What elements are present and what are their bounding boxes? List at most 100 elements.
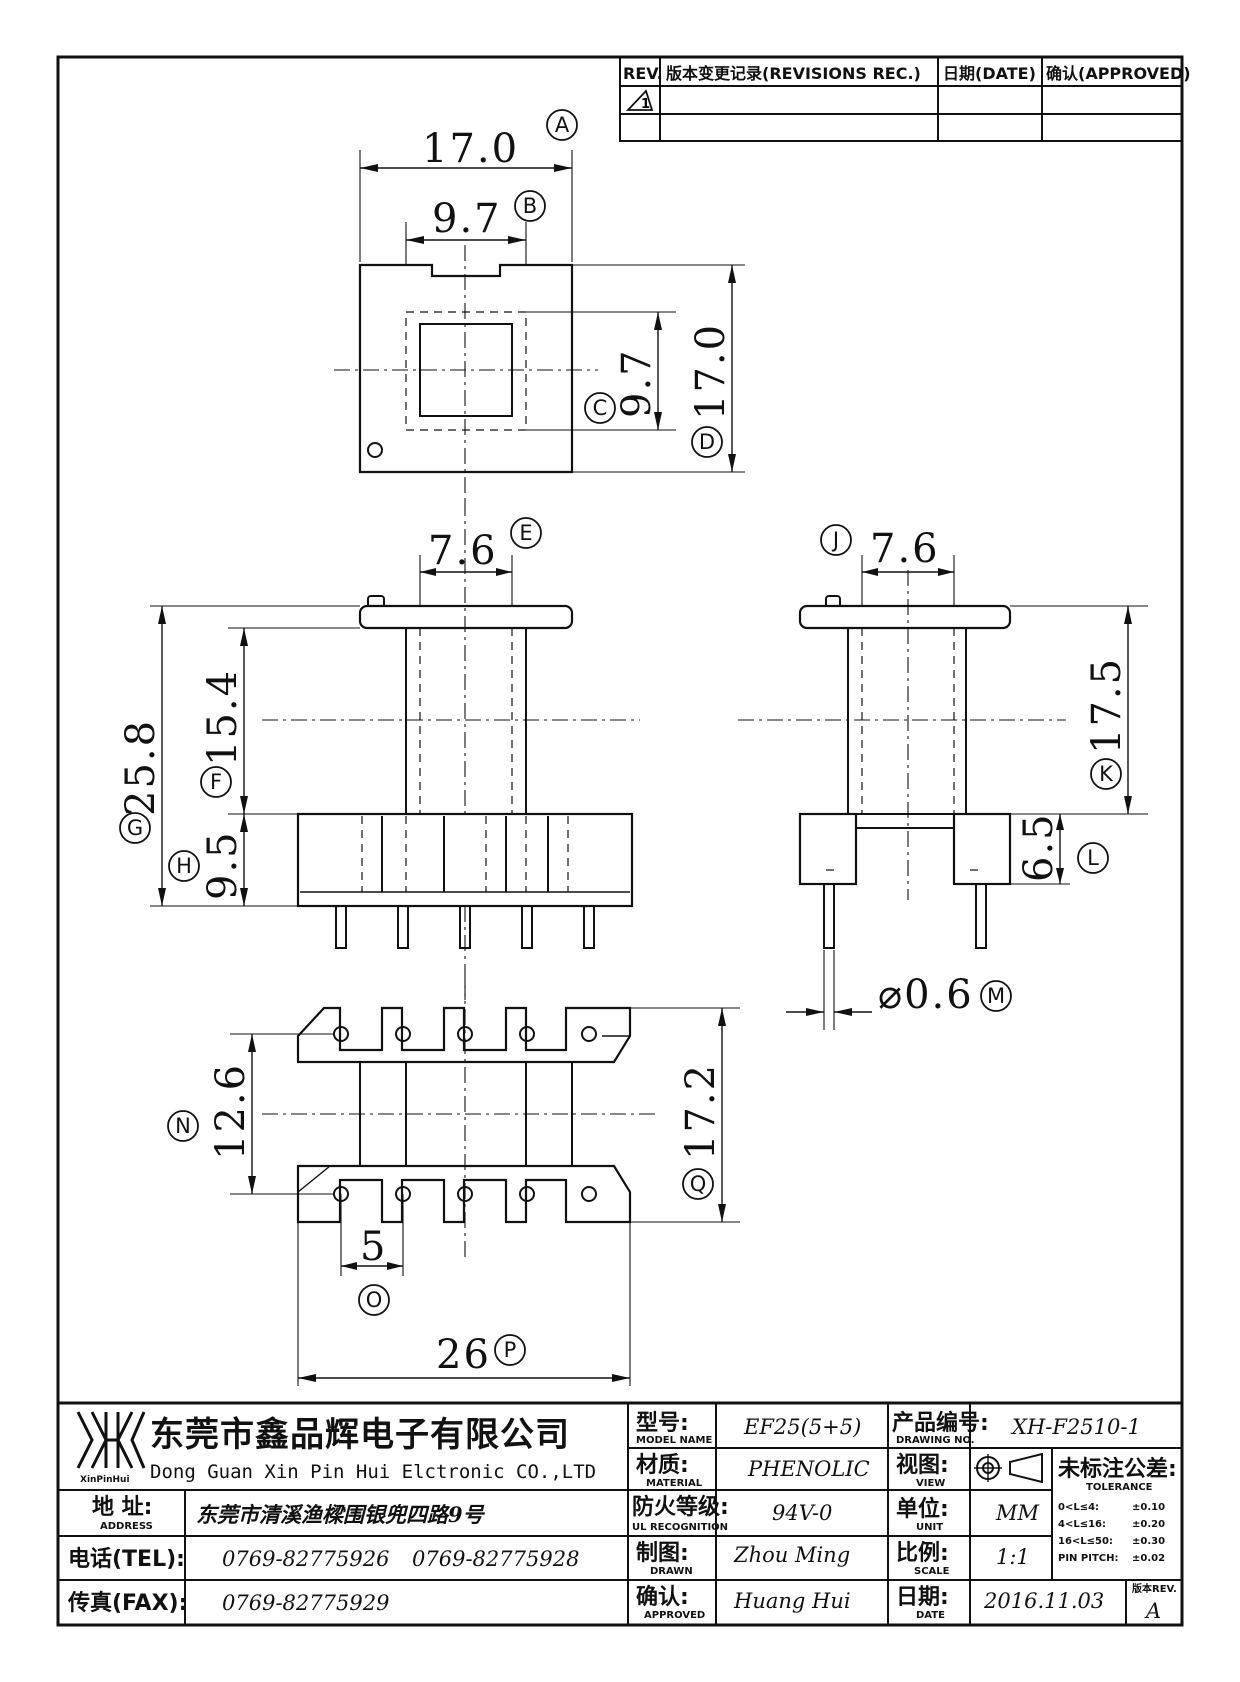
dim-b-value: 9.7 xyxy=(432,196,502,242)
svg-text:P: P xyxy=(504,1338,517,1362)
svg-text:J: J xyxy=(831,528,839,552)
svg-text:Q: Q xyxy=(690,1172,707,1196)
dim-e-value: 7.6 xyxy=(428,528,498,574)
top-view: 17.0 A 9.7 B 9.7 C xyxy=(334,109,745,500)
rev-label: 版本REV. xyxy=(1132,1582,1177,1595)
svg-text:A: A xyxy=(555,113,570,137)
svg-text:E: E xyxy=(519,521,532,545)
tel-label: 电话(TEL): xyxy=(68,1547,185,1572)
tolerance-range-4: PIN PITCH: xyxy=(1058,1553,1118,1564)
revision-table: REV. 版本变更记录(REVISIONS REC.) 日期(DATE) 确认(… xyxy=(619,56,1191,142)
svg-text:L: L xyxy=(1087,846,1099,870)
svg-text:B: B xyxy=(523,194,537,218)
callout-d: D xyxy=(691,426,723,458)
tel-1: 0769-82775926 xyxy=(222,1547,389,1571)
svg-text:O: O xyxy=(366,1288,383,1312)
rev-value: A xyxy=(1144,1599,1161,1623)
unit-value: MM xyxy=(995,1501,1040,1525)
bottom-top-comb xyxy=(296,1006,632,1064)
approved-label: 确认: xyxy=(636,1584,689,1610)
fire-rating-label: 防火等级: xyxy=(632,1494,729,1520)
tolerance-value-3: ±0.30 xyxy=(1132,1536,1165,1547)
drawing-no-sub-label: DRAWING NO. xyxy=(896,1435,975,1446)
tolerance-value-4: ±0.02 xyxy=(1132,1553,1165,1564)
bottom-view: 12.6 N 17.2 Q 5 O 26 P xyxy=(167,980,740,1386)
callout-f: F xyxy=(200,766,232,798)
revisions-record-header: 版本变更记录(REVISIONS REC.) xyxy=(665,64,921,83)
first-angle-projection-icon xyxy=(974,1452,1043,1484)
callout-c: C xyxy=(584,392,616,424)
svg-text:D: D xyxy=(699,430,715,454)
scale-sub-label: SCALE xyxy=(914,1566,950,1577)
side-base-right xyxy=(952,812,1012,886)
date-sub-label: DATE xyxy=(916,1610,945,1621)
svg-text:K: K xyxy=(1099,762,1114,786)
model-value: EF25(5+5) xyxy=(743,1415,861,1439)
tel-2: 0769-82775928 xyxy=(412,1547,579,1571)
tolerance-sub-label: TOLERANCE xyxy=(1086,1482,1153,1493)
callout-j: J xyxy=(820,524,852,556)
callout-p: P xyxy=(494,1334,526,1366)
dim-c-value: 9.7 xyxy=(614,348,660,418)
front-pins xyxy=(335,905,595,949)
revision-triangle-icon: 1 xyxy=(625,89,654,112)
callout-l: L xyxy=(1077,842,1109,874)
drawn-label: 制图: xyxy=(636,1541,689,1566)
logo-text: XinPinHui xyxy=(80,1475,130,1485)
drawn-value: Zhou Ming xyxy=(733,1543,850,1567)
pin1-marker-icon xyxy=(367,442,383,458)
callout-k: K xyxy=(1090,758,1122,790)
approved-sub-label: APPROVED xyxy=(644,1610,705,1621)
scale-value: 1:1 xyxy=(996,1545,1030,1569)
dim-l-value: 6.5 xyxy=(1016,812,1062,882)
dim-d-value: 17.0 xyxy=(688,323,734,420)
dim-m-value: ⌀0.6 xyxy=(878,972,974,1018)
front-base xyxy=(296,812,634,908)
dim-k-value: 17.5 xyxy=(1084,657,1130,754)
callout-q: Q xyxy=(682,1168,714,1200)
view-sub-label: VIEW xyxy=(916,1478,945,1489)
unit-sub-label: UNIT xyxy=(916,1522,943,1533)
dim-a-value: 17.0 xyxy=(422,126,519,172)
material-sub-label: MATERIAL xyxy=(646,1478,703,1489)
callout-m: M xyxy=(980,980,1012,1012)
callout-g: G xyxy=(119,812,151,844)
drawing-no-value: XH-F2510-1 xyxy=(1010,1415,1141,1439)
drawn-sub-label: DRAWN xyxy=(650,1566,693,1577)
revision-triangle-mark: 1 xyxy=(641,97,650,112)
svg-text:H: H xyxy=(176,854,192,878)
approved-header: 确认(APPROVED) xyxy=(1046,64,1191,83)
dim-j-value: 7.6 xyxy=(870,526,940,572)
svg-text:N: N xyxy=(175,1114,191,1138)
fax-value: 0769-82775929 xyxy=(222,1591,389,1615)
svg-text:G: G xyxy=(127,816,143,840)
callout-b: B xyxy=(514,190,546,222)
side-top-flange xyxy=(798,604,1012,630)
tolerance-value-2: ±0.20 xyxy=(1132,1519,1165,1530)
tolerance-range-2: 4<L≤16: xyxy=(1058,1519,1106,1530)
callout-n: N xyxy=(167,1110,199,1142)
address-label: 地 址: xyxy=(92,1495,152,1520)
material-value: PHENOLIC xyxy=(747,1457,870,1481)
tolerance-table: 0<L≤4: ±0.10 4<L≤16: ±0.20 16<L≤50: ±0.3… xyxy=(1058,1502,1165,1564)
top-view-outline xyxy=(358,263,574,474)
side-pin-right xyxy=(975,883,987,949)
company-name-cn: 东莞市鑫品辉电子有限公司 xyxy=(150,1415,570,1455)
approved-value: Huang Hui xyxy=(733,1589,851,1613)
dim-o-value: 5 xyxy=(360,1224,387,1270)
dim-p-value: 26 xyxy=(436,1332,491,1378)
front-view: 7.6 E xyxy=(118,500,640,1000)
side-pin-left xyxy=(823,883,835,949)
tolerance-label: 未标注公差: xyxy=(1058,1456,1177,1482)
address-sub-label: ADDRESS xyxy=(100,1521,153,1532)
title-block: XinPinHui 东莞市鑫品辉电子有限公司 Dong Guan Xin Pin… xyxy=(58,1401,1182,1625)
fax-label: 传真(FAX): xyxy=(67,1590,187,1616)
fire-rating-value: 94V-0 xyxy=(772,1501,832,1525)
address-value: 东莞市清溪渔樑围银兜四路9号 xyxy=(196,1502,486,1527)
callout-e: E xyxy=(510,517,542,549)
side-base-left xyxy=(798,812,858,886)
fire-rating-sub-label: UL RECOGNITION xyxy=(632,1522,728,1533)
dim-h-value: 9.5 xyxy=(200,830,246,900)
dim-f-value: 15.4 xyxy=(200,669,246,766)
